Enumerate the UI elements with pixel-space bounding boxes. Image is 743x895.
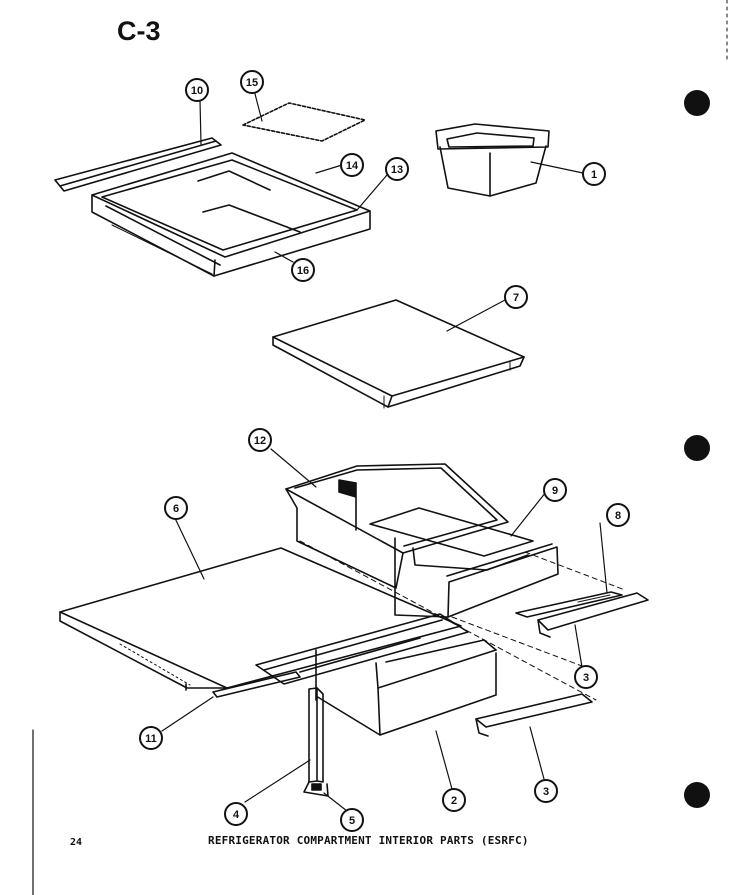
callout-1: 1 bbox=[582, 162, 606, 186]
callout-9: 9 bbox=[543, 478, 567, 502]
svg-text:15: 15 bbox=[246, 77, 258, 89]
svg-text:5: 5 bbox=[349, 815, 355, 827]
callout-7: 7 bbox=[504, 285, 528, 309]
svg-text:3: 3 bbox=[543, 786, 549, 798]
svg-text:13: 13 bbox=[391, 164, 403, 176]
page-caption: REFRIGERATOR COMPARTMENT INTERIOR PARTS … bbox=[208, 834, 529, 847]
callout-11: 11 bbox=[139, 726, 163, 750]
svg-text:4: 4 bbox=[233, 809, 240, 821]
callout-3b: 3 bbox=[534, 779, 558, 803]
callout-12: 12 bbox=[248, 428, 272, 452]
callout-14: 14 bbox=[340, 153, 364, 177]
part-crisper-drawer-upper bbox=[369, 507, 559, 618]
svg-text:2: 2 bbox=[451, 795, 457, 807]
callout-13: 13 bbox=[385, 157, 409, 181]
binder-hole bbox=[684, 435, 710, 461]
callouts: 1 2 3 3 4 5 6 7 8 9 10 11 12 13 14 15 16 bbox=[139, 70, 630, 832]
svg-text:3: 3 bbox=[583, 672, 589, 684]
leader-lines bbox=[161, 89, 608, 812]
part-large-shelf bbox=[59, 547, 462, 691]
callout-4: 4 bbox=[224, 802, 248, 826]
svg-text:7: 7 bbox=[513, 292, 519, 304]
part-support-leg bbox=[303, 687, 329, 797]
binder-hole bbox=[684, 782, 710, 808]
part-crisper-drawer-lower bbox=[212, 613, 497, 736]
part-glass-shelf-assembly bbox=[54, 102, 371, 277]
svg-text:12: 12 bbox=[254, 435, 266, 447]
part-rail-lower bbox=[475, 693, 593, 737]
callout-5: 5 bbox=[340, 808, 364, 832]
svg-text:1: 1 bbox=[591, 169, 597, 181]
callout-15: 15 bbox=[240, 70, 264, 94]
part-shelf-panel bbox=[272, 299, 525, 409]
svg-text:16: 16 bbox=[297, 265, 309, 277]
callout-3a: 3 bbox=[574, 665, 598, 689]
svg-text:9: 9 bbox=[552, 485, 558, 497]
svg-text:6: 6 bbox=[173, 503, 179, 515]
part-drawer-rails-right bbox=[515, 591, 649, 638]
part-crisper-frame bbox=[285, 463, 509, 589]
guide-lines bbox=[299, 540, 626, 701]
svg-text:11: 11 bbox=[145, 733, 157, 745]
part-bin-small bbox=[435, 123, 550, 197]
callout-6: 6 bbox=[164, 496, 188, 520]
callout-2: 2 bbox=[442, 788, 466, 812]
callout-10: 10 bbox=[185, 78, 209, 102]
callout-8: 8 bbox=[606, 503, 630, 527]
callout-16: 16 bbox=[291, 258, 315, 282]
page-number: 24 bbox=[70, 837, 83, 848]
svg-text:8: 8 bbox=[615, 510, 621, 522]
binder-hole bbox=[684, 90, 710, 116]
page-title: C-3 bbox=[117, 16, 161, 46]
svg-text:10: 10 bbox=[191, 85, 203, 97]
svg-text:14: 14 bbox=[346, 160, 359, 172]
